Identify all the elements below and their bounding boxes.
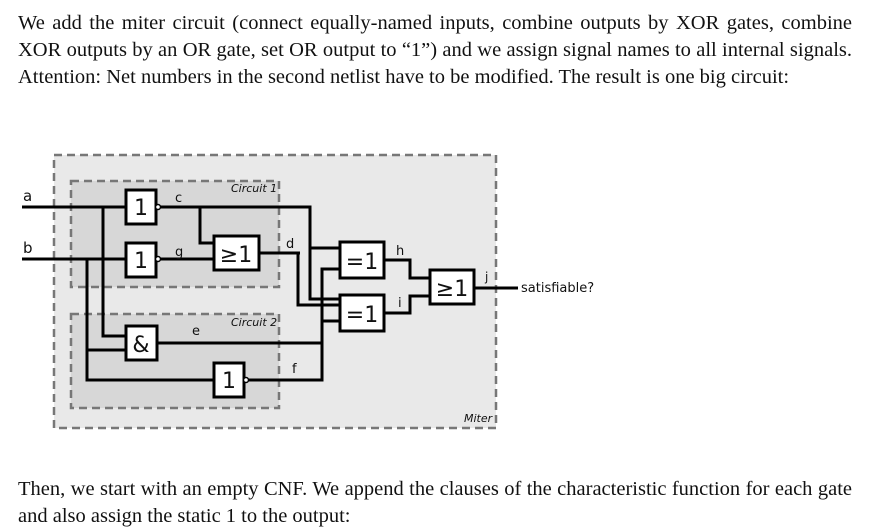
wire-i xyxy=(384,294,430,315)
or-gate-d: ≥1 xyxy=(212,234,261,272)
gates: 1 1 ≥1 & 1 =1 =1 ≥1 xyxy=(124,188,476,399)
wire-c-to-or xyxy=(198,207,214,245)
after-paragraph: Then, we start with an empty CNF. We app… xyxy=(18,478,852,527)
wire-e xyxy=(157,267,340,345)
circuit2-label: Circuit 2 xyxy=(231,316,277,329)
svg-text:≥1: ≥1 xyxy=(436,277,468,302)
svg-text:1: 1 xyxy=(134,196,148,221)
svg-text:≥1: ≥1 xyxy=(220,243,252,268)
signal-e-label: e xyxy=(192,324,200,339)
not-gate-c: 1 xyxy=(124,188,162,226)
signal-c-label: c xyxy=(175,191,182,206)
output-satisfiable-label: satisfiable? xyxy=(521,281,594,296)
signal-i-label: i xyxy=(398,296,402,311)
and-gate-e: & xyxy=(124,324,159,362)
input-a-label: a xyxy=(23,187,32,205)
signal-f-label: f xyxy=(292,362,297,377)
miter-label: Miter xyxy=(464,412,494,425)
intro-paragraph: We add the miter circuit (connect equall… xyxy=(18,12,852,88)
wire-c-top xyxy=(158,205,340,250)
wire-f xyxy=(247,319,340,382)
wire-h xyxy=(384,258,430,280)
signal-j-label: j xyxy=(484,270,488,284)
circuit1-label: Circuit 1 xyxy=(231,182,277,195)
not-gate-g: 1 xyxy=(124,241,162,279)
wires xyxy=(22,205,518,382)
xor-gate-h: =1 xyxy=(338,240,386,280)
xor-gate-i: =1 xyxy=(338,293,386,333)
not-gate-f: 1 xyxy=(212,361,250,399)
wire-a-to-and xyxy=(101,207,126,338)
signal-g-label: g xyxy=(175,245,183,260)
svg-text:&: & xyxy=(132,333,149,358)
signal-h-label: h xyxy=(396,244,404,259)
or-gate-j: ≥1 xyxy=(428,268,476,306)
svg-text:1: 1 xyxy=(222,369,236,394)
wire-b-to-not2 xyxy=(85,259,214,382)
wire-d xyxy=(259,251,340,307)
input-b-label: b xyxy=(23,239,33,257)
svg-text:1: 1 xyxy=(134,249,148,274)
svg-text:=1: =1 xyxy=(346,250,378,275)
wire-c-to-xor2 xyxy=(308,248,340,301)
svg-text:=1: =1 xyxy=(346,303,378,328)
signal-d-label: d xyxy=(286,237,294,252)
